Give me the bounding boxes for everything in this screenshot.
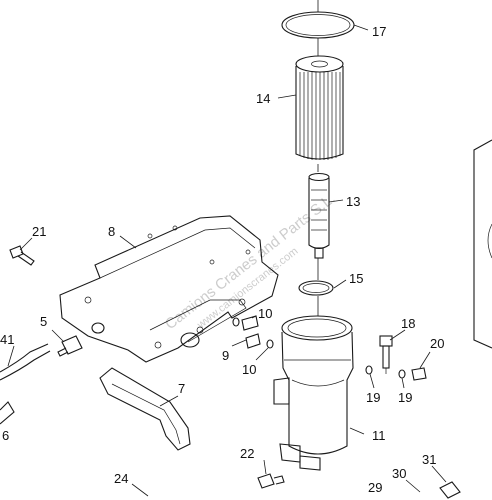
part-11-filter-housing: [273, 315, 354, 471]
callout-18: 18: [401, 316, 415, 331]
part-18-sensor: [379, 335, 393, 374]
callout-19-left: 19: [366, 390, 380, 405]
callout-10-lower: 10: [242, 362, 256, 377]
watermark-line1: Camions Cranes and Parts S.L.: [162, 190, 339, 333]
part-9-fitting: [245, 333, 261, 349]
leader-lines: [7, 24, 447, 497]
part-31-connector: [439, 481, 461, 499]
callout-24: 24: [114, 471, 128, 486]
callout-13: 13: [346, 194, 360, 209]
callout-14: 14: [256, 91, 270, 106]
callout-20: 20: [430, 336, 444, 351]
callout-11: 11: [372, 428, 386, 443]
callout-8: 8: [108, 224, 115, 239]
callout-17: 17: [372, 24, 386, 39]
part-5-fitting: [57, 335, 83, 357]
callout-10-upper: 10: [258, 306, 272, 321]
partial-part-6: [0, 401, 15, 425]
part-19-washer-left: [365, 365, 373, 375]
callout-6: 6: [2, 428, 9, 443]
part-21-bolt: [9, 245, 35, 266]
part-10-fitting-lower: [266, 339, 274, 349]
part-41-pipe: [0, 343, 51, 381]
part-10-fitting-upper: [232, 315, 259, 331]
callout-41: 41: [0, 332, 14, 347]
part-15-o-ring: [298, 280, 334, 296]
callout-19-right: 19: [398, 390, 412, 405]
callout-21: 21: [32, 224, 46, 239]
part-14-filter-element: [295, 55, 344, 160]
part-17-seal-ring: [281, 11, 355, 39]
part-7-support-bracket: [99, 367, 191, 451]
part-20-plug: [411, 367, 427, 381]
part-19-washer-right: [398, 369, 406, 379]
part-22-fitting: [257, 473, 285, 489]
callout-31: 31: [422, 452, 436, 467]
callout-30: 30: [392, 466, 406, 481]
part-8-bracket: [59, 215, 279, 363]
partial-part-right: [473, 139, 492, 349]
callout-labels: 17 14 13 21 8 15 5 10 18 20 41 9 10 19 1…: [0, 24, 444, 495]
callout-22: 22: [240, 446, 254, 461]
callout-29: 29: [368, 480, 382, 495]
callout-15: 15: [349, 271, 363, 286]
callout-9: 9: [222, 348, 229, 363]
callout-5: 5: [40, 314, 47, 329]
part-13-center-tube: [308, 172, 330, 259]
callout-7: 7: [178, 381, 185, 396]
